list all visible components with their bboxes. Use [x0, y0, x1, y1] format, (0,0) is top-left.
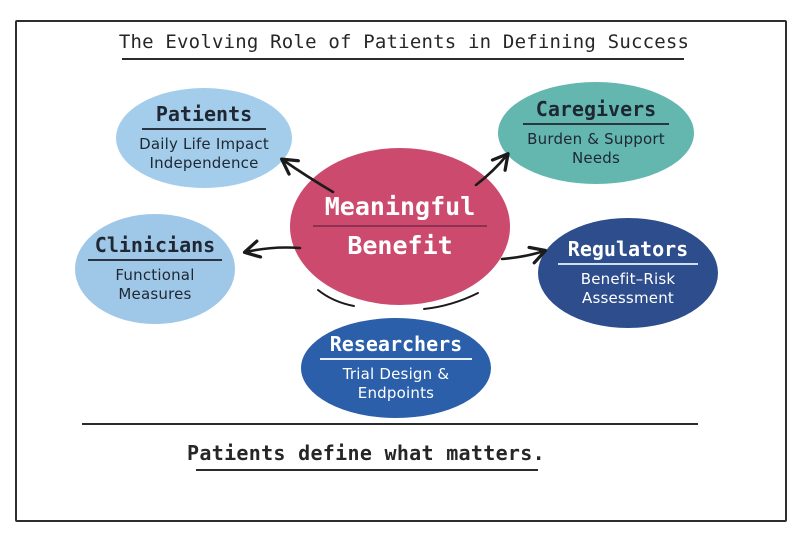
node-patients-title: Patients	[155, 102, 253, 126]
node-clinicians-title: Clinicians	[94, 233, 216, 257]
page-title: The Evolving Role of Patients in Definin…	[118, 31, 690, 53]
node-regulators: Regulators Benefit–Risk Assessment	[538, 218, 718, 328]
node-patients: Patients Daily Life Impact Independence	[116, 88, 292, 188]
node-clinicians-subtitle-line1: Functional	[115, 266, 195, 284]
node-regulators-title: Regulators	[567, 237, 689, 261]
title-underline	[122, 58, 684, 60]
node-patients-subtitle-line1: Daily Life Impact	[139, 135, 269, 153]
node-caregivers-title: Caregivers	[535, 97, 657, 121]
node-regulators-subtitle-line2: Assessment	[582, 289, 674, 307]
footer-caption-underline	[196, 469, 538, 471]
node-researchers-title: Researchers	[329, 332, 463, 356]
footer-separator-line	[82, 423, 698, 425]
node-patients-subtitle-line2: Independence	[149, 154, 259, 172]
node-caregivers-subtitle-line2: Needs	[571, 149, 620, 167]
node-caregivers-underline	[523, 123, 669, 125]
center-title-line1: Meaningful	[324, 192, 476, 221]
center-divider	[313, 225, 487, 227]
node-meaningful-benefit: Meaningful Benefit	[290, 148, 510, 305]
node-clinicians-underline	[88, 259, 222, 261]
node-regulators-subtitle-line1: Benefit–Risk	[580, 270, 676, 288]
footer-caption: Patients define what matters.	[187, 441, 545, 465]
center-title-line2: Benefit	[347, 231, 453, 260]
node-caregivers-subtitle-line1: Burden & Support	[527, 130, 665, 148]
node-patients-underline	[142, 128, 266, 130]
node-researchers-subtitle-line2: Endpoints	[357, 384, 435, 402]
node-researchers: Researchers Trial Design & Endpoints	[301, 318, 491, 418]
node-researchers-subtitle-line1: Trial Design &	[342, 365, 450, 383]
node-clinicians: Clinicians Functional Measures	[75, 214, 235, 324]
node-caregivers: Caregivers Burden & Support Needs	[498, 82, 694, 184]
node-researchers-underline	[320, 358, 472, 360]
node-regulators-underline	[558, 263, 698, 265]
node-clinicians-subtitle-line2: Measures	[118, 285, 192, 303]
